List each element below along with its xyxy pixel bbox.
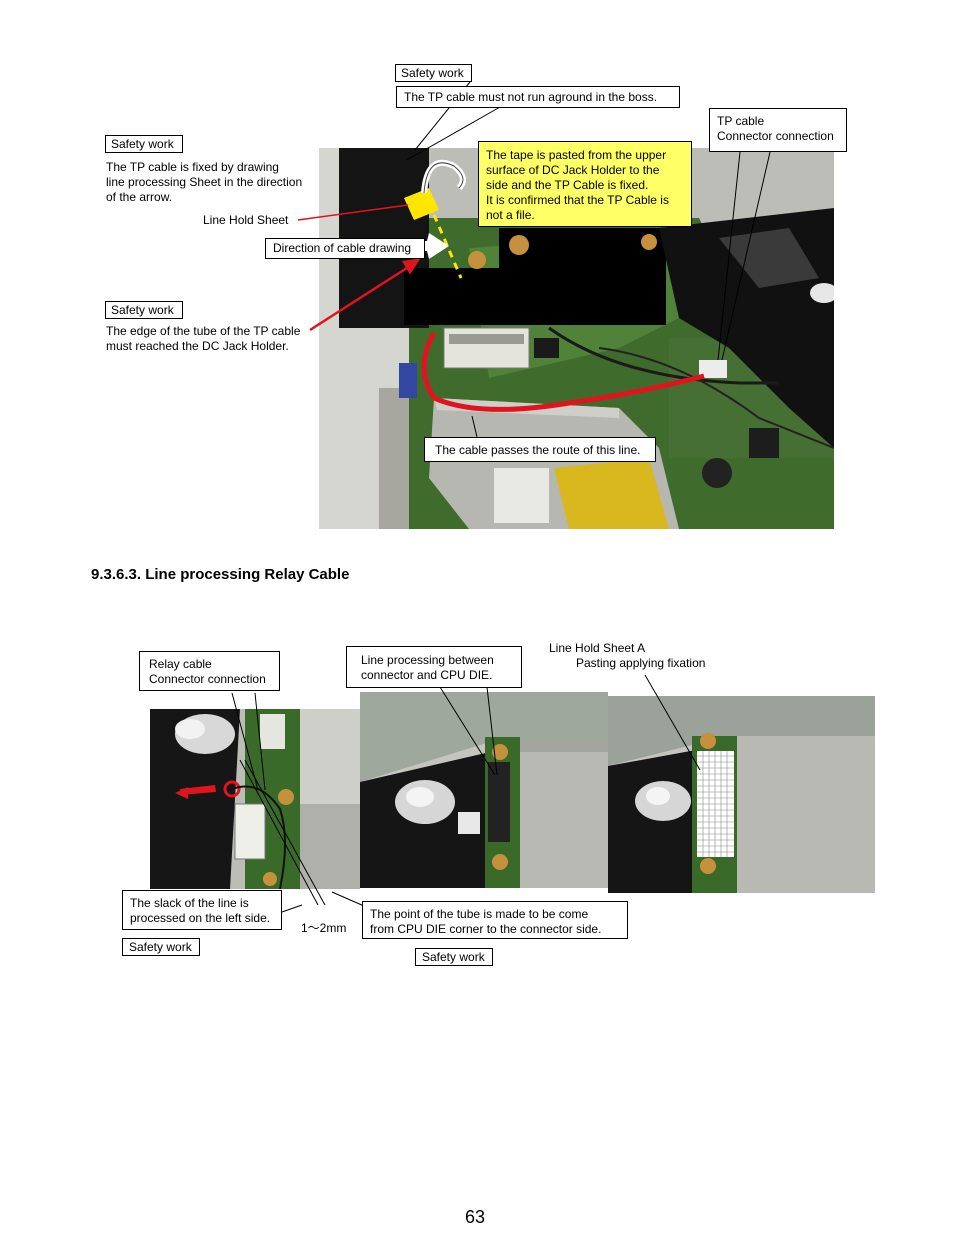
line-processing-line: connector and CPU DIE. [361, 668, 493, 682]
tp-boss-note: The TP cable must not run aground in the… [396, 86, 680, 108]
section-heading: 9.3.6.3. Line processing Relay Cable [91, 566, 350, 583]
safety-work-badge-right: Safety work [415, 948, 493, 966]
gap-label: 1～2mm [301, 921, 347, 935]
tp-connector-line: Connector connection [717, 129, 834, 143]
safety-work-badge-1: Safety work [395, 64, 472, 82]
relay-connector-line: Relay cable [149, 657, 212, 671]
relay-cable-photo-1 [150, 709, 360, 889]
direction-of-cable-label: Direction of cable drawing [265, 238, 425, 259]
slack-note-line: processed on the left side. [130, 911, 271, 925]
safety-work-badge-left: Safety work [122, 938, 200, 956]
tape-note: The tape is pasted from the upper surfac… [478, 141, 692, 227]
line-processing-note: Line processing between connector and CP… [346, 646, 522, 688]
line-hold-sheet-a-label: Line Hold Sheet A Pasting applying fixat… [549, 641, 705, 671]
tape-note-line: surface of DC Jack Holder to the [486, 163, 660, 177]
tube-point-line: from CPU DIE corner to the connector sid… [370, 922, 602, 936]
tube-edge-note-line: The edge of the tube of the TP cable [106, 324, 301, 338]
tp-connector-note: TP cable Connector connection [709, 108, 847, 152]
tp-fixed-note: The TP cable is fixed by drawing line pr… [106, 160, 302, 205]
safety-work-badge-3: Safety work [105, 301, 183, 319]
tube-edge-note: The edge of the tube of the TP cable mus… [106, 324, 300, 354]
relay-connector-line: Connector connection [149, 672, 266, 686]
tp-fixed-note-line: line processing Sheet in the direction [106, 175, 303, 189]
relay-connector-note: Relay cable Connector connection [139, 651, 280, 691]
line-hold-sheet-label: Line Hold Sheet [203, 213, 289, 227]
hold-sheet-a-line: Line Hold Sheet A [549, 641, 646, 655]
tape-note-line: not a file. [486, 208, 535, 222]
tp-fixed-note-line: of the arrow. [106, 190, 173, 204]
tp-fixed-note-line: The TP cable is fixed by drawing [106, 160, 279, 174]
tp-connector-line: TP cable [717, 114, 765, 128]
page-number: 63 [465, 1207, 486, 1227]
hold-sheet-a-line: Pasting applying fixation [576, 656, 706, 670]
line-processing-line: Line processing between [361, 653, 494, 667]
safety-work-badge-2: Safety work [105, 135, 183, 153]
cable-route-note: The cable passes the route of this line. [424, 437, 656, 462]
tube-point-note: The point of the tube is made to be come… [362, 901, 628, 939]
slack-note: The slack of the line is processed on th… [122, 890, 282, 930]
tape-note-line: It is confirmed that the TP Cable is [486, 193, 669, 207]
tape-note-line: The tape is pasted from the upper [486, 148, 667, 162]
tape-note-line: side and the TP Cable is fixed. [486, 178, 649, 192]
relay-cable-photo-3 [608, 696, 875, 893]
relay-cable-photo-2 [360, 692, 608, 888]
slack-note-line: The slack of the line is [130, 896, 249, 910]
tube-edge-note-line: must reached the DC Jack Holder. [106, 339, 289, 353]
tube-point-line: The point of the tube is made to be come [370, 907, 589, 921]
